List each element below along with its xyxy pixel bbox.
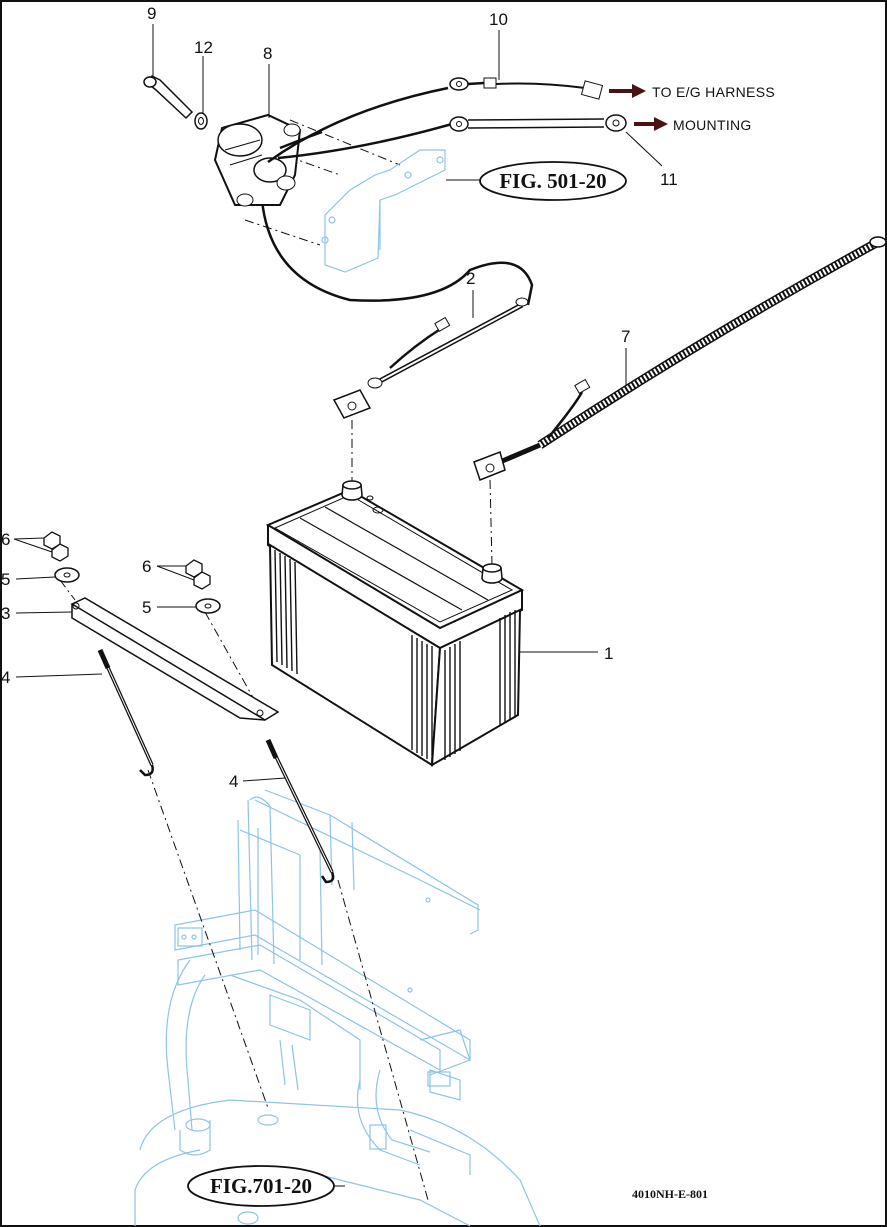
fig-501-label: FIG. 501-20 — [499, 169, 606, 193]
mounting-bracket — [321, 149, 446, 273]
washers-part-5 — [54, 567, 221, 614]
fig-501-reference[interactable]: FIG. 501-20 — [479, 161, 627, 201]
cable-part-11 — [277, 114, 627, 160]
callout-4-left: 4 — [1, 668, 10, 687]
fig-701-reference[interactable]: FIG.701-20 — [187, 1165, 335, 1207]
callout-11: 11 — [660, 170, 678, 189]
arrow-to-harness — [609, 84, 646, 98]
to-harness-label: TO E/G HARNESS — [652, 84, 775, 100]
callout-7: 7 — [621, 327, 630, 346]
cable-part-10 — [267, 77, 604, 164]
callout-10: 10 — [489, 10, 508, 29]
callout-1: 1 — [604, 644, 613, 663]
battery-part-1 — [265, 480, 525, 767]
holddown-rod-part-4-left — [97, 648, 154, 777]
callout-8: 8 — [263, 44, 272, 63]
bolt-part-9 — [143, 75, 194, 120]
holddown-rod-part-4-right — [265, 738, 335, 884]
alignment-lines — [59, 119, 493, 1201]
reference-frame-fig701 — [134, 789, 541, 1227]
callout-6-right: 6 — [142, 557, 151, 576]
callout-2: 2 — [466, 269, 475, 288]
fig-701-label: FIG.701-20 — [210, 1174, 312, 1198]
nuts-part-6 — [43, 531, 211, 590]
cable-part-2 — [260, 199, 534, 419]
callout-9: 9 — [147, 4, 156, 23]
cable-part-7 — [473, 236, 887, 481]
holddown-bar-part-3 — [70, 597, 280, 721]
callout-6-left: 6 — [1, 530, 10, 549]
callout-5-right: 5 — [142, 598, 151, 617]
callout-12: 12 — [194, 38, 213, 57]
mounting-label: MOUNTING — [673, 117, 752, 133]
callout-5-left: 5 — [1, 570, 10, 589]
leader-lines — [13, 24, 663, 1187]
battery-switch-part-8 — [213, 113, 302, 207]
arrow-mounting — [634, 117, 668, 131]
callout-3: 3 — [1, 604, 10, 623]
callout-4-right: 4 — [229, 772, 238, 791]
drawing-code: 4010NH-E-801 — [632, 1187, 708, 1201]
washer-part-12 — [194, 112, 208, 130]
